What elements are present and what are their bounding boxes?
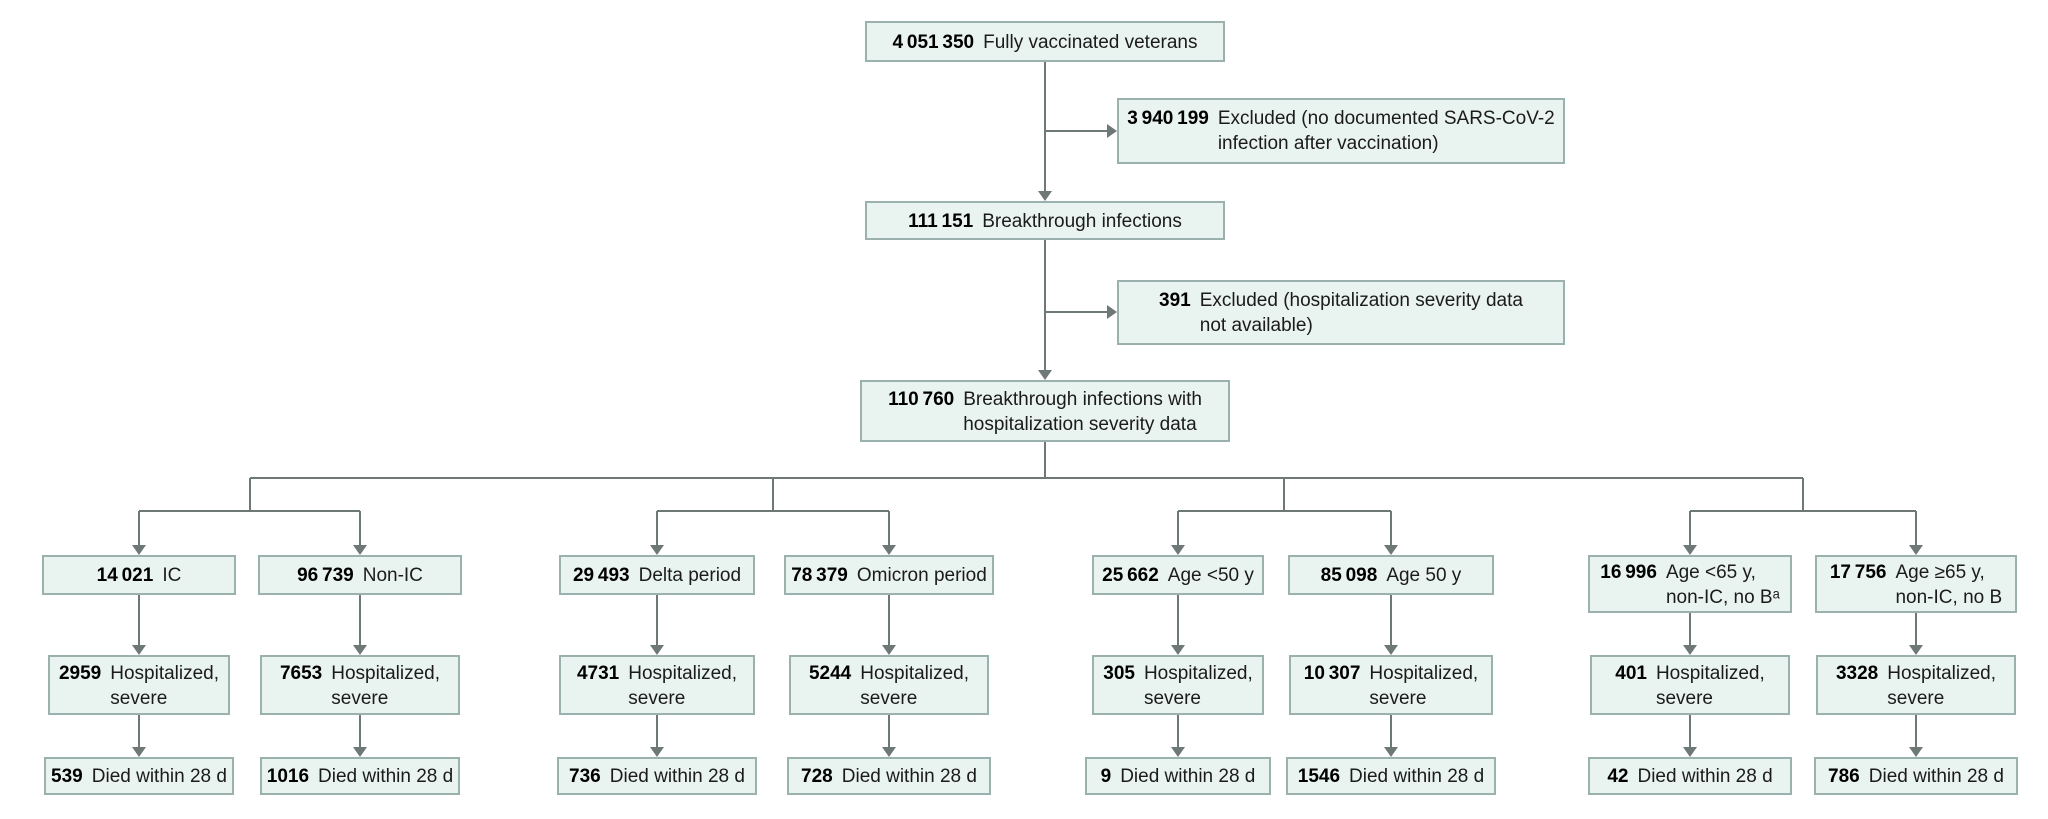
died-age-lt65-non-ic-no-b: 42 Died within 28 d xyxy=(1588,757,1792,795)
died-count: 9 xyxy=(1100,766,1112,787)
hospitalized-count: 4731 xyxy=(576,663,620,684)
died-ic: 539 Died within 28 d xyxy=(44,757,234,795)
hospitalized-non-ic: 7653 Hospitalized, severe xyxy=(260,655,460,715)
branch-count: 17 756 xyxy=(1829,562,1887,583)
died-age-ge65-non-ic-no-b: 786 Died within 28 d xyxy=(1814,757,2018,795)
node-breakthrough-infections: 111 151 Breakthrough infections xyxy=(865,201,1225,240)
died-delta-period: 736 Died within 28 d xyxy=(557,757,757,795)
died-label: Died within 28 d xyxy=(318,766,454,787)
branch-age-lt65-non-ic-no-b: 16 996 Age <65 y, non-IC, no Bᵃ xyxy=(1588,555,1792,613)
branch-age-ge65-non-ic-no-b: 17 756 Age ≥65 y, non-IC, no B xyxy=(1815,555,2017,613)
hospitalized-label: Hospitalized, severe xyxy=(331,663,441,709)
hospitalized-omicron-period: 5244 Hospitalized, severe xyxy=(789,655,989,715)
branch-omicron-period: 78 379 Omicron period xyxy=(784,555,994,595)
hospitalized-label: Hospitalized, severe xyxy=(1655,663,1765,709)
hospitalized-age-lt65-non-ic-no-b: 401 Hospitalized, severe xyxy=(1590,655,1790,715)
died-count: 42 xyxy=(1607,766,1629,787)
branch-age-lt50: 25 662 Age <50 y xyxy=(1092,555,1264,595)
hospitalized-age-ge65-non-ic-no-b: 3328 Hospitalized, severe xyxy=(1816,655,2016,715)
branch-label: Age 50 y xyxy=(1386,565,1462,586)
branch-count: 25 662 xyxy=(1102,565,1159,586)
died-label: Died within 28 d xyxy=(91,766,227,787)
branch-label: Delta period xyxy=(638,565,742,586)
hospitalized-count: 10 307 xyxy=(1303,663,1361,684)
hospitalized-age-lt50: 305 Hospitalized, severe xyxy=(1092,655,1264,715)
died-count: 728 xyxy=(801,766,833,787)
hospitalized-label: Hospitalized, severe xyxy=(1369,663,1479,709)
died-count: 1546 xyxy=(1297,766,1341,787)
died-age-50: 1546 Died within 28 d xyxy=(1286,757,1496,795)
died-non-ic: 1016 Died within 28 d xyxy=(260,757,460,795)
node-label: Fully vaccinated veterans xyxy=(983,32,1198,53)
hospitalized-count: 5244 xyxy=(808,663,852,684)
hospitalized-count: 401 xyxy=(1615,663,1647,684)
branch-label: Age <50 y xyxy=(1167,565,1254,586)
branch-age-50: 85 098 Age 50 y xyxy=(1288,555,1494,595)
node-count: 111 151 xyxy=(908,211,974,232)
hospitalized-label: Hospitalized, severe xyxy=(860,663,970,709)
branch-label: Non-IC xyxy=(362,565,423,586)
node-count: 110 760 xyxy=(888,389,955,410)
hospitalized-label: Hospitalized, severe xyxy=(1887,663,1997,709)
branch-count: 85 098 xyxy=(1320,565,1378,586)
arrowheads xyxy=(132,124,1923,757)
died-label: Died within 28 d xyxy=(1637,766,1773,787)
branch-count: 14 021 xyxy=(96,565,154,586)
hospitalized-age-50: 10 307 Hospitalized, severe xyxy=(1289,655,1493,715)
node-breakthrough-with-severity-data: 110 760 Breakthrough infections with hos… xyxy=(860,380,1230,442)
branch-ic: 14 021 IC xyxy=(42,555,236,595)
branch-delta-period: 29 493 Delta period xyxy=(559,555,755,595)
node-label: Breakthrough infections with hospitaliza… xyxy=(963,389,1202,435)
died-label: Died within 28 d xyxy=(1120,766,1256,787)
hospitalized-count: 7653 xyxy=(279,663,323,684)
node-count: 4 051 350 xyxy=(892,32,975,53)
branch-label: Age ≥65 y, non-IC, no B xyxy=(1895,562,2003,608)
branch-label: Age <65 y, non-IC, no Bᵃ xyxy=(1665,562,1780,608)
hospitalized-label: Hospitalized, severe xyxy=(628,663,738,709)
node-count: 3 940 199 xyxy=(1127,108,1209,129)
hospitalized-label: Hospitalized, severe xyxy=(110,663,220,709)
node-label: Excluded (hospitalization severity data … xyxy=(1199,290,1523,336)
branch-label: Omicron period xyxy=(856,565,987,586)
node-fully-vaccinated: 4 051 350 Fully vaccinated veterans xyxy=(865,21,1225,62)
branch-non-ic: 96 739 Non-IC xyxy=(258,555,462,595)
hospitalized-delta-period: 4731 Hospitalized, severe xyxy=(559,655,755,715)
branch-count: 16 996 xyxy=(1600,562,1657,583)
hospitalized-count: 305 xyxy=(1103,663,1135,684)
hospitalized-ic: 2959 Hospitalized, severe xyxy=(48,655,230,715)
died-label: Died within 28 d xyxy=(1349,766,1485,787)
branch-count: 96 739 xyxy=(297,565,354,586)
died-count: 1016 xyxy=(266,766,310,787)
died-label: Died within 28 d xyxy=(609,766,745,787)
branch-count: 29 493 xyxy=(572,565,630,586)
branch-count: 78 379 xyxy=(791,565,848,586)
died-count: 539 xyxy=(51,766,83,787)
node-label: Breakthrough infections xyxy=(982,211,1182,232)
node-count: 391 xyxy=(1159,290,1191,311)
hospitalized-label: Hospitalized, severe xyxy=(1143,663,1253,709)
died-age-lt50: 9 Died within 28 d xyxy=(1085,757,1271,795)
died-count: 786 xyxy=(1828,766,1860,787)
hospitalized-count: 3328 xyxy=(1835,663,1879,684)
node-label: Excluded (no documented SARS-CoV-2 infec… xyxy=(1217,108,1555,154)
died-label: Died within 28 d xyxy=(1868,766,2004,787)
died-omicron-period: 728 Died within 28 d xyxy=(787,757,991,795)
node-excluded-no-infection: 3 940 199 Excluded (no documented SARS-C… xyxy=(1117,98,1565,164)
hospitalized-count: 2959 xyxy=(58,663,102,684)
died-label: Died within 28 d xyxy=(841,766,977,787)
node-excluded-no-severity-data: 391 Excluded (hospitalization severity d… xyxy=(1117,280,1565,345)
branch-label: IC xyxy=(162,565,182,586)
died-count: 736 xyxy=(569,766,601,787)
